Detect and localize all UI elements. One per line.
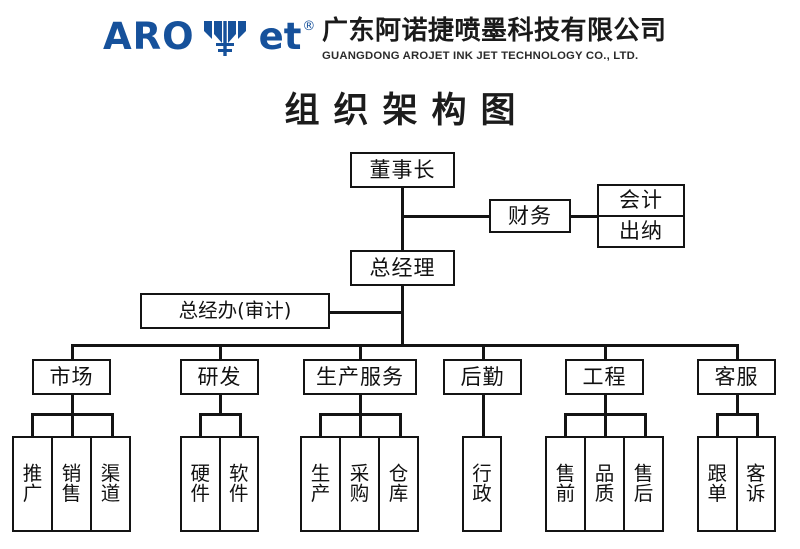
- edge-market-sub-1: [31, 413, 34, 437]
- node-chairman: 董事长: [350, 152, 455, 188]
- group-engineering-subdepartments: 售前 品质 售后: [545, 436, 664, 532]
- wheat-leaf-mark-icon: [203, 19, 247, 57]
- edge-market-sub-2: [71, 413, 74, 437]
- edge-chairman-to-finance: [401, 215, 489, 218]
- node-quality: 品质: [586, 438, 625, 530]
- edge-rd-sub-2: [239, 413, 242, 437]
- edge-eng-sub-3: [644, 413, 647, 437]
- node-order-follow-up: 跟单: [699, 438, 738, 530]
- edge-rd-down: [219, 395, 222, 414]
- node-logistics: 后勤: [443, 359, 522, 395]
- node-production-service: 生产服务: [303, 359, 417, 395]
- node-finance: 财务: [489, 199, 571, 233]
- node-production: 生产: [302, 438, 341, 530]
- edge-finance-to-accounting-group: [571, 215, 597, 218]
- edge-engineering-down: [604, 395, 607, 414]
- edge-bus-to-engineering: [604, 344, 607, 366]
- edge-chairman-to-gm: [401, 188, 404, 250]
- page-title: 组织架构图: [284, 91, 530, 131]
- edge-eng-sub-1: [564, 413, 567, 437]
- node-general-manager: 总经理: [350, 250, 455, 286]
- company-name-block: 广东阿诺捷喷墨科技有限公司 GUANGDONG AROJET INK JET T…: [322, 16, 722, 63]
- brand-logo: ARO et ®: [103, 18, 315, 56]
- edge-cs-sub-1: [716, 413, 719, 437]
- group-customer-service-subdepartments: 跟单 客诉: [697, 436, 776, 532]
- page-header: ARO et ® 广东阿诺捷喷墨科技有限公司 GUANGDONG AROJET …: [0, 0, 800, 78]
- node-aftersales: 售后: [633, 461, 654, 505]
- logo-text-aro: ARO: [103, 15, 195, 58]
- node-market: 市场: [32, 359, 111, 395]
- node-customer-service: 客服: [697, 359, 776, 395]
- edge-cs-sub-2: [756, 413, 759, 437]
- node-promotion: 推广: [14, 438, 53, 530]
- edge-production-service-down: [359, 395, 362, 414]
- node-gm-office: 总经办(审计): [140, 293, 330, 329]
- edge-customer-service-subbus: [716, 413, 758, 416]
- node-rd: 研发: [180, 359, 259, 395]
- edge-ps-sub-1: [319, 413, 322, 437]
- edge-rd-subbus: [199, 413, 241, 416]
- node-warehouse: 仓库: [388, 461, 409, 505]
- edge-customer-service-down: [736, 395, 739, 414]
- edge-market-down: [71, 395, 74, 414]
- group-finance-subdepartments: 会计 出纳: [597, 184, 685, 248]
- department-bus-line: [71, 344, 736, 347]
- edge-gm-to-gm-office: [330, 311, 403, 314]
- edge-bus-to-customer-service: [736, 344, 739, 366]
- node-presales: 售前: [547, 438, 586, 530]
- group-rd-subdepartments: 硬件 软件: [180, 436, 259, 532]
- edge-bus-to-market: [71, 344, 74, 366]
- node-software: 软件: [229, 461, 249, 505]
- node-channel: 渠道: [100, 461, 121, 505]
- edge-eng-sub-2: [604, 413, 607, 437]
- node-engineering: 工程: [565, 359, 644, 395]
- edge-bus-to-rd: [219, 344, 222, 366]
- company-name-english: GUANGDONG AROJET INK JET TECHNOLOGY CO.,…: [322, 50, 639, 62]
- node-administration: 行政: [462, 436, 502, 532]
- node-customer-complaints: 客诉: [746, 461, 766, 505]
- node-cashier: 出纳: [619, 219, 663, 244]
- registered-trademark-icon: ®: [302, 19, 316, 34]
- company-name-chinese: 广东阿诺捷喷墨科技有限公司: [322, 16, 667, 46]
- node-hardware: 硬件: [182, 438, 221, 530]
- node-purchasing: 采购: [341, 438, 380, 530]
- edge-market-sub-3: [111, 413, 114, 437]
- node-sales: 销售: [53, 438, 92, 530]
- edge-gm-to-department-bus: [401, 286, 404, 344]
- edge-bus-to-production-service: [359, 344, 362, 366]
- edge-ps-sub-3: [399, 413, 402, 437]
- edge-rd-sub-1: [199, 413, 202, 437]
- edge-bus-to-logistics: [482, 344, 485, 366]
- group-market-subdepartments: 推广 销售 渠道: [12, 436, 131, 532]
- edge-logistics-to-admin: [482, 395, 485, 437]
- group-production-service-subdepartments: 生产 采购 仓库: [300, 436, 419, 532]
- node-accounting: 会计: [599, 186, 683, 217]
- logo-text-et: et: [258, 15, 302, 58]
- edge-ps-sub-2: [359, 413, 362, 437]
